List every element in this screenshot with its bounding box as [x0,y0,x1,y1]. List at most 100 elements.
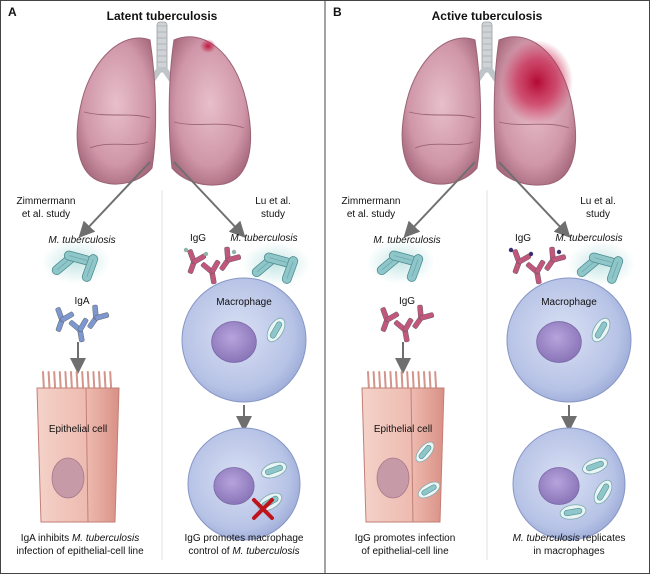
microvillus [47,371,51,391]
microvillus [86,371,90,391]
phagosome [591,317,611,343]
microvillus [58,371,62,391]
microvillus [109,371,113,391]
antibody-arm [77,317,89,332]
arrow-right-study [498,161,571,238]
antibody [68,317,89,343]
microvillus [389,371,393,391]
epithelial-nucleus [376,457,410,499]
right-caption-line1: IgG promotes macrophage [185,533,304,544]
panel-letter: A [8,5,17,19]
lung-fissure [408,111,476,119]
microvillus [428,371,432,391]
microvillus [378,371,382,391]
microvillus [417,371,421,391]
cell-border [410,387,414,523]
macrophage-label: Macrophage [541,297,597,308]
right-study-label: Lu et al. [580,196,616,207]
right-pathogen-label: M. tuberculosis [230,233,297,244]
right-lung [168,36,252,186]
bacterium [81,254,99,282]
bacterium-line [69,255,87,261]
antibody-arm [402,317,414,332]
antibody-dot [183,247,189,253]
arrow-right-study [173,161,246,238]
right-caption-line2: control of M. tuberculosis [188,546,299,557]
microvillus [406,371,410,391]
right-antibody-label: IgG [190,233,206,244]
microvillus [103,371,107,391]
phagosome [593,479,613,505]
microvillus [53,371,57,391]
microvillus [81,371,85,391]
microvillus [92,371,96,391]
antibody-arm [385,311,400,323]
antibody-dot [556,249,562,255]
phagosome [559,504,587,520]
left-caption-line2: infection of epithelial-cell line [16,546,144,557]
macrophage-nucleus [211,321,257,363]
antibody [544,246,567,271]
left-study-label: et al. study [347,209,395,220]
microvillus [383,371,387,391]
trachea [481,21,493,73]
microvillus [98,371,101,391]
microvillus [434,371,438,391]
bacterium-line [394,255,412,261]
antibody-dot [508,247,514,253]
bacterium-body [269,321,283,339]
antibody-arm [534,259,546,274]
right-study-label: study [261,209,285,220]
antibody [412,304,435,329]
bacterium [606,256,624,284]
antibody-dot [203,251,209,257]
left-study-label: Zimmermann [342,196,401,207]
epithelial-cell-label: Epithelial cell [374,424,432,435]
antibody [87,304,110,329]
antibody-dot [231,249,237,255]
microvillus [411,371,415,391]
antibody [55,307,75,332]
phagosome [415,441,435,463]
epithelial-cell [36,387,120,523]
panel-title: Active tuberculosis [432,9,543,23]
left-lung [401,37,482,185]
cell-border [85,387,89,523]
left-antibody-label: IgA [74,296,89,307]
right-study-label: study [586,209,610,220]
antibody [200,259,221,285]
phagosome [266,317,286,343]
lung-fissure [498,121,570,129]
phagosome [261,461,287,479]
microvillus [75,371,79,391]
left-study-label: et al. study [22,209,70,220]
panel-letter: B [333,5,342,19]
microvillus [367,371,370,391]
macrophage-nucleus [536,321,582,363]
antibody-arm [551,254,567,263]
microvillus [395,371,398,391]
microvillus [42,371,45,391]
lung-fissure [173,121,245,129]
x-mark [252,498,274,520]
bacterium-line [86,259,94,277]
left-lung [76,37,157,185]
antibody-arm [419,312,435,321]
bacterium-body [421,484,437,496]
microvillus [400,371,404,391]
antibody-dot [528,251,534,257]
epithelial-cell-label: Epithelial cell [49,424,107,435]
right-study-label: Lu et al. [255,196,291,207]
antibody [393,317,414,343]
phagosome [582,457,608,475]
lung-fissure [83,111,151,119]
bacterium-line [411,259,419,277]
antibody-arm [60,311,75,323]
lung-fissure [89,141,149,149]
bacterium-body [594,321,608,339]
right-caption-line2: in macrophages [533,546,604,557]
panel-title: Latent tuberculosis [107,9,218,23]
